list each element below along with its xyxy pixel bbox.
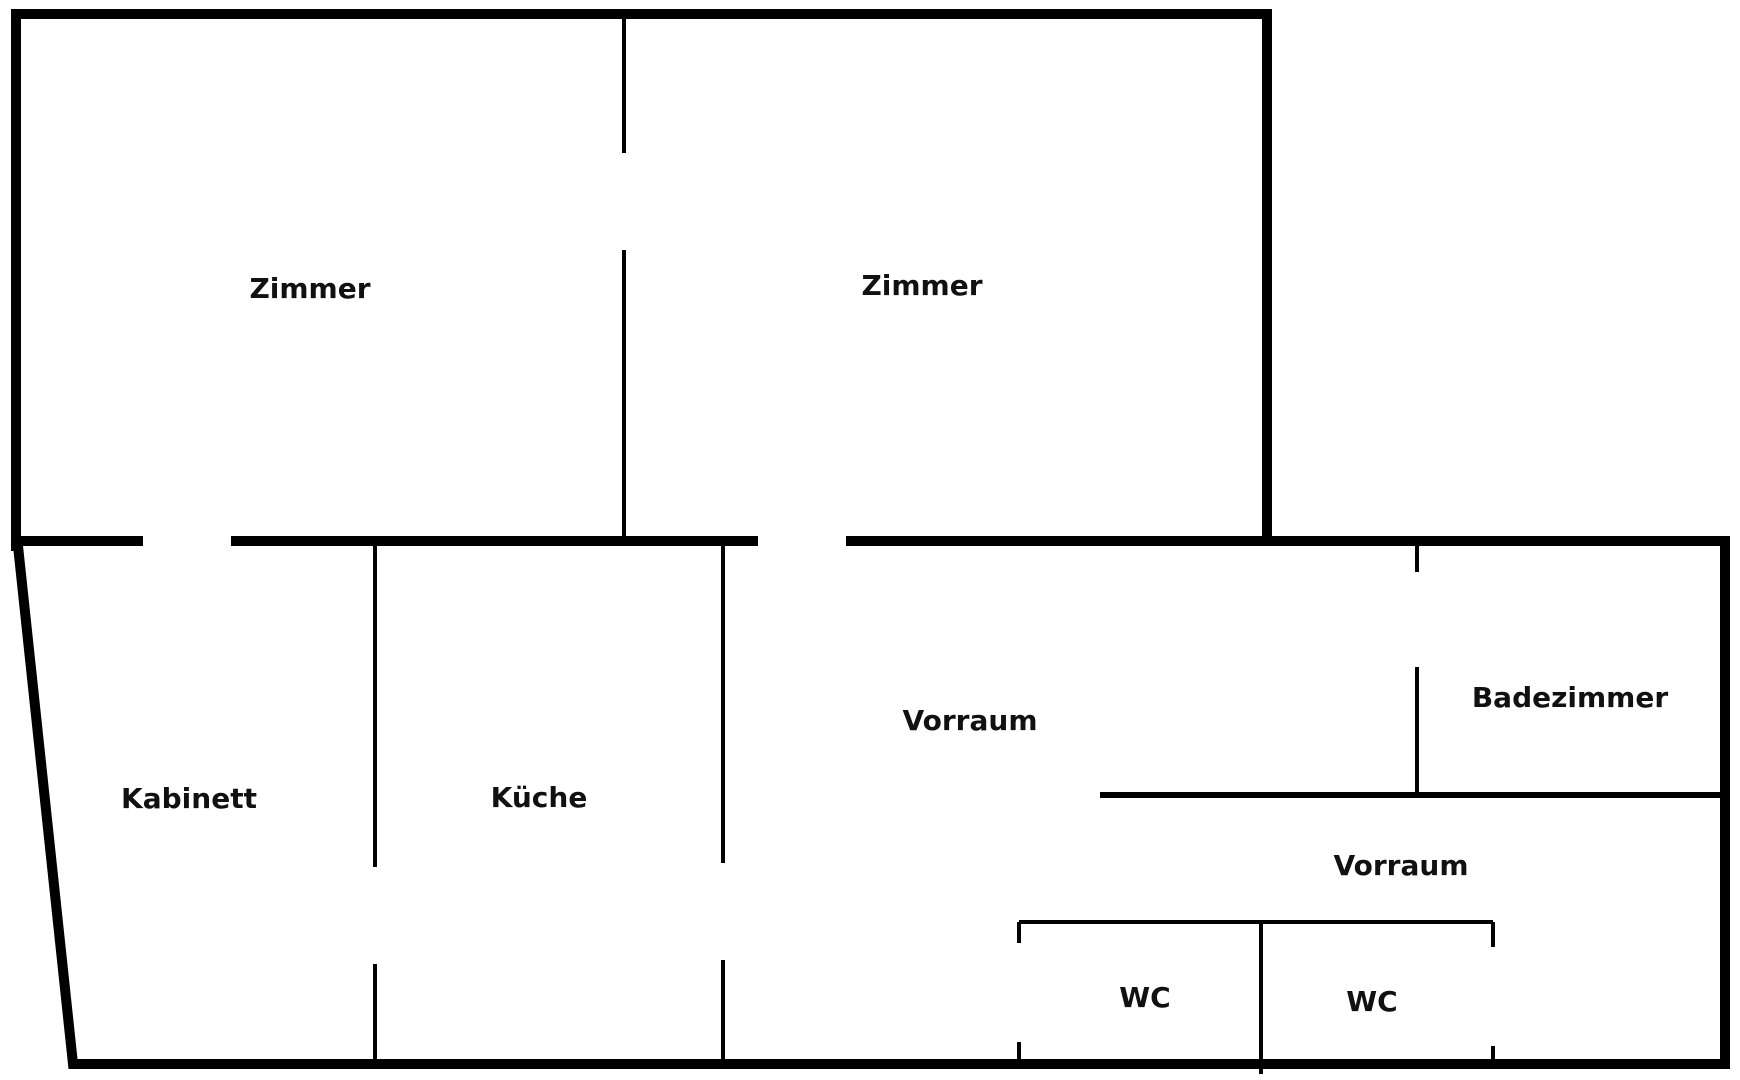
outer-walls xyxy=(11,9,1730,1069)
outer-wall-right-section xyxy=(12,536,1730,1069)
interior-walls xyxy=(373,16,1728,1074)
label-vorraum-small: Vorraum xyxy=(1334,849,1469,882)
label-badezimmer: Badezimmer xyxy=(1472,681,1669,714)
label-kueche: Küche xyxy=(491,781,588,814)
label-kabinett: Kabinett xyxy=(121,782,257,815)
room-labels: Zimmer Zimmer Kabinett Küche Vorraum Bad… xyxy=(121,269,1668,1018)
label-zimmer-left: Zimmer xyxy=(249,272,370,305)
label-zimmer-right: Zimmer xyxy=(861,269,982,302)
outer-wall-top-section xyxy=(11,9,1272,551)
label-wc-left: WC xyxy=(1119,981,1170,1014)
label-wc-right: WC xyxy=(1346,985,1397,1018)
label-vorraum-main: Vorraum xyxy=(903,704,1038,737)
